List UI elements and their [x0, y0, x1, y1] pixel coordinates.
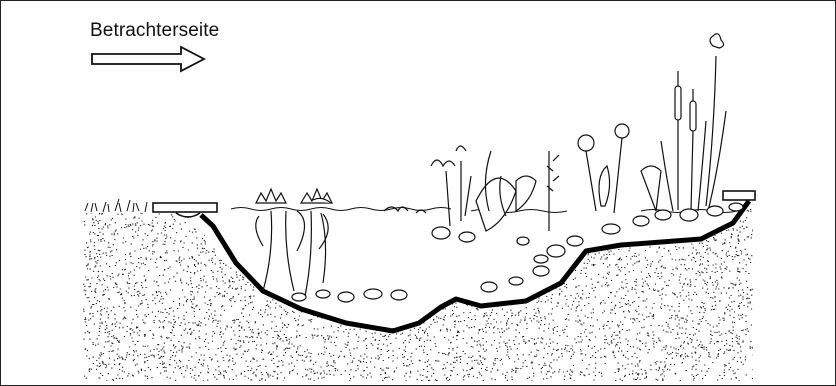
stone	[567, 236, 583, 246]
marsh-plants	[431, 146, 559, 231]
cattails	[641, 34, 726, 211]
stone	[292, 293, 306, 301]
edge-slab-right	[723, 191, 755, 200]
stone	[459, 232, 475, 242]
stone	[517, 237, 529, 245]
stone	[481, 282, 497, 292]
stone	[364, 289, 382, 299]
stone	[338, 292, 354, 302]
stones	[292, 203, 743, 302]
stone	[534, 255, 548, 263]
stone	[533, 266, 549, 276]
viewer-side-arrow	[92, 47, 204, 71]
allium-flower	[578, 124, 629, 213]
stone	[707, 206, 723, 216]
water-lilies	[256, 189, 426, 296]
stone	[316, 290, 330, 298]
stone	[547, 245, 565, 257]
stone	[391, 290, 407, 300]
stipple-dots	[83, 201, 754, 381]
stone	[729, 203, 743, 211]
stone	[509, 277, 523, 285]
stone	[633, 216, 649, 226]
pond-liner	[201, 201, 749, 331]
stone	[432, 227, 450, 239]
soil-stipple	[83, 201, 754, 381]
stone	[655, 210, 671, 220]
grass-left	[85, 199, 147, 212]
edge-slab-left	[153, 203, 217, 217]
stone	[602, 224, 620, 234]
stone	[680, 209, 698, 221]
